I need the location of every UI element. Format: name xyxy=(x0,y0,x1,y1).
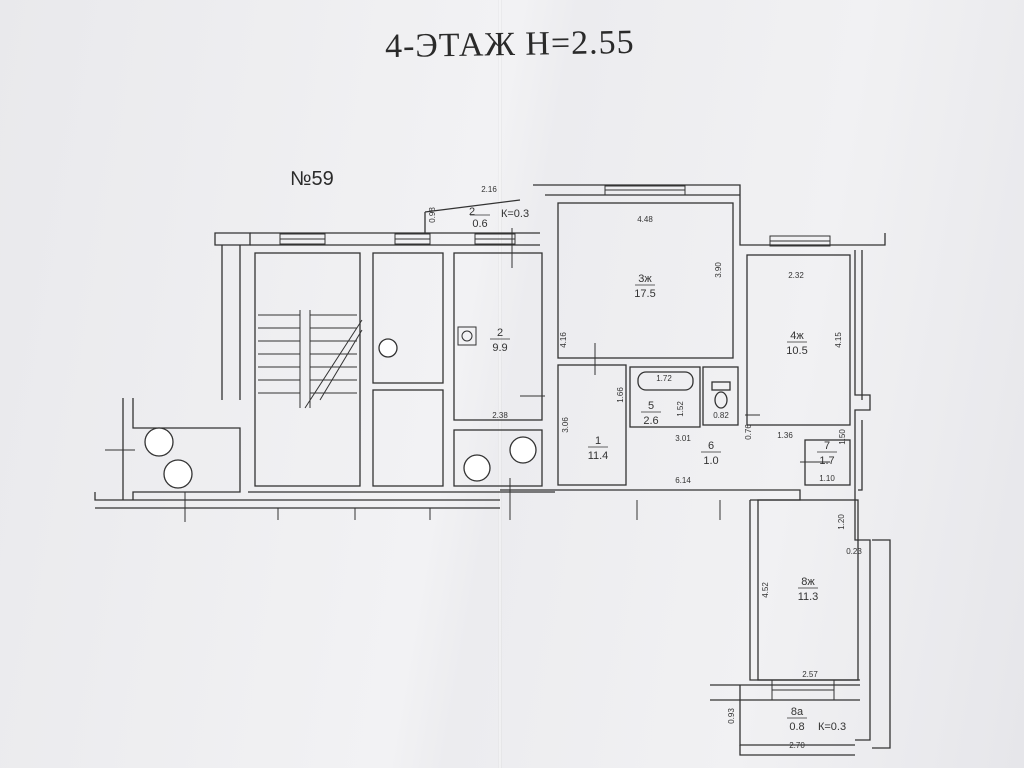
room-7-label: 7 xyxy=(824,440,830,452)
room-3-area: 17.5 xyxy=(634,288,655,300)
room-8a-label: 8а xyxy=(791,706,804,718)
room-1-area: 11.4 xyxy=(588,450,609,462)
dimension-d-4-16: 4.16 xyxy=(559,332,568,348)
dimension-d-1-66: 1.66 xyxy=(616,387,625,403)
dimension-d-4-52: 4.52 xyxy=(761,582,770,598)
dimension-d-1-52: 1.52 xyxy=(676,401,685,417)
dimension-d-0-23: 0.23 xyxy=(846,547,862,556)
room-5-area: 2.6 xyxy=(643,415,658,427)
room-3-label: 3ж xyxy=(638,273,652,285)
room-4-area: 10.5 xyxy=(786,345,807,357)
dimension-d-2-38: 2.38 xyxy=(492,411,508,420)
column-2 xyxy=(163,459,193,489)
dimension-d-0-93: 0.93 xyxy=(727,708,736,724)
dimension-d-3-90: 3.90 xyxy=(714,262,723,278)
outer-wall-top xyxy=(250,232,540,246)
vent-circle xyxy=(378,338,398,358)
room-1-label: 1 xyxy=(595,435,601,447)
column-3 xyxy=(509,436,537,464)
column-1 xyxy=(144,427,174,457)
dimension-d-2-32: 2.32 xyxy=(788,271,804,280)
dimension-d-0-98: 0.98 xyxy=(428,207,437,223)
dimension-d-1-36: 1.36 xyxy=(777,431,793,440)
room-8-label: 8ж xyxy=(801,576,815,588)
room-8a-coef: К=0.3 xyxy=(818,721,846,733)
room-8a-area: 0.8 xyxy=(789,721,804,733)
stove-icon xyxy=(457,326,477,346)
dimension-d-4-15: 4.15 xyxy=(834,332,843,348)
dimension-d-2-16: 2.16 xyxy=(481,185,497,194)
dimension-d-1-20: 1.20 xyxy=(837,514,846,530)
dimension-d-0-82: 0.82 xyxy=(713,411,729,420)
room-2a-area: 0.6 xyxy=(472,218,487,230)
dimension-d-1-50: 1.50 xyxy=(838,429,847,445)
room-8-area: 11.3 xyxy=(798,591,819,603)
room-2a-coef: К=0.3 xyxy=(501,208,529,220)
dimension-d-2-57: 2.57 xyxy=(802,670,818,679)
paper-fold xyxy=(498,0,502,768)
room-5-label: 5 xyxy=(648,400,654,412)
dimension-d-3-01: 3.01 xyxy=(675,434,691,443)
room-2-label: 2 xyxy=(497,327,503,339)
outer-wall-top-left xyxy=(214,232,251,246)
dimension-d-1-10: 1.10 xyxy=(819,474,835,483)
column-4 xyxy=(463,454,491,482)
room-2-area: 9.9 xyxy=(492,342,507,354)
room-6-label: 6 xyxy=(708,440,714,452)
dimension-d-4-48: 4.48 xyxy=(637,215,653,224)
flat-number: №59 xyxy=(290,168,334,190)
room-7-area: 1.7 xyxy=(819,455,834,467)
dimension-d-2-70: 2.70 xyxy=(789,741,805,750)
dimension-d-1-72: 1.72 xyxy=(656,374,672,383)
dimension-d-3-06: 3.06 xyxy=(561,417,570,433)
room-4-label: 4ж xyxy=(790,330,804,342)
dimension-d-6-14: 6.14 xyxy=(675,476,691,485)
dimension-d-0-76: 0.76 xyxy=(744,424,753,440)
room-2a-label: 2 xyxy=(469,206,475,218)
room-6-area: 1.0 xyxy=(703,455,718,467)
